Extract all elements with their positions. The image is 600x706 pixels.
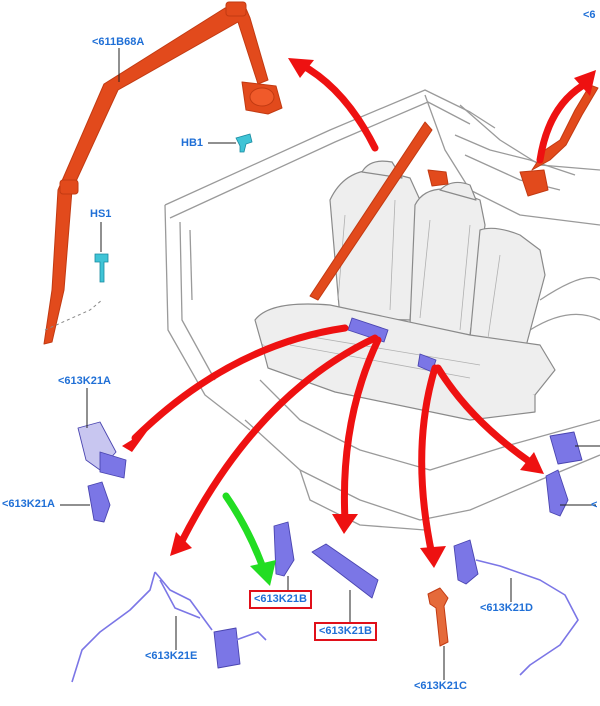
label-hs1: HS1 bbox=[90, 208, 112, 220]
arrow-icon bbox=[131, 60, 586, 559]
seat-belt-icon bbox=[43, 1, 599, 647]
label-hb1: HB1 bbox=[181, 137, 204, 149]
label-right-edge: < bbox=[591, 499, 598, 511]
belt-guide-line bbox=[44, 299, 103, 331]
label-613k21a-upper: <613K21A bbox=[58, 375, 111, 387]
label-613k21a-lower: <613K21A bbox=[2, 498, 55, 510]
arrow-heads bbox=[122, 58, 596, 568]
rear-seat bbox=[254, 160, 556, 421]
label-613k21e: <613K21E bbox=[145, 650, 198, 662]
label-613k21c: <613K21C bbox=[414, 680, 467, 692]
label-611b68a: <611B68A bbox=[92, 36, 145, 48]
label-613k21b-highlighted-2: <613K21B bbox=[314, 622, 377, 641]
label-613k21b-highlighted: <613K21B bbox=[249, 590, 312, 609]
bolt-icon bbox=[94, 133, 253, 283]
green-arrow-icon bbox=[222, 492, 276, 586]
label-top-right: <6 bbox=[583, 9, 596, 21]
label-613k21d: <613K21D bbox=[480, 602, 533, 614]
leader-lines bbox=[60, 48, 600, 680]
harness-icon bbox=[71, 559, 579, 683]
